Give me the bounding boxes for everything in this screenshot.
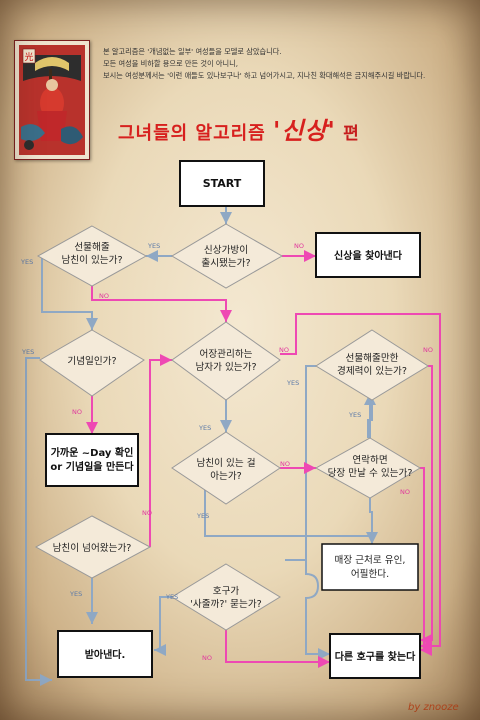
new-release-line1: 신상가방이	[204, 245, 248, 256]
node-upcoming-day: 가까운 ~Day 확인 or 기념일을 만든다	[45, 433, 139, 487]
upcoming-day-line1: 가까운 ~Day 확인	[51, 446, 134, 459]
disclaimer-line-1: 본 알고리즘은 '개념없는 일부' 여성들을 모델로 삼았습니다.	[103, 47, 282, 56]
contact-line2: 당장 만날 수 있는가?	[328, 467, 413, 479]
anniversary-text: 기념일인가?	[67, 356, 116, 367]
label-yes-anniv: YES	[21, 348, 34, 356]
edge-bf-to-anniv	[41, 256, 98, 330]
label-no-knows: NO	[280, 460, 290, 468]
lure-line1: 매장 근처로 유인,	[335, 554, 406, 566]
label-yes-knows: YES	[196, 512, 209, 520]
node-bf-buy: 선물해줄 남친이 있는가?	[36, 225, 148, 287]
disclaimer-line-2: 모든 여성을 비하할 용으로 만든 것이 아니니,	[103, 59, 239, 68]
find-other-text: 다른 호구를 찾는다	[335, 650, 416, 663]
bf-knows-line1: 남친이 있는 걸	[196, 457, 255, 469]
node-contact: 연락하면 당장 만날 수 있는가?	[314, 437, 421, 499]
lure-line2: 어필한다.	[351, 568, 389, 580]
yes-connectors	[25, 206, 378, 686]
title-prefix: 그녀들의 알고리즘	[118, 123, 266, 144]
label-no-contact: NO	[400, 488, 410, 496]
fish-line2: 남자가 있는가?	[195, 361, 256, 373]
node-anniversary: 기념일인가?	[39, 329, 145, 397]
edge-econ-no	[420, 365, 433, 646]
node-fish: 어장관리하는 남자가 있는가?	[171, 321, 281, 401]
label-no-econ: NO	[423, 346, 433, 354]
disclaimer-notes: 본 알고리즘은 '개념없는 일부' 여성들을 모델로 삼았습니다. 모든 여성을…	[103, 46, 473, 82]
node-start: START	[179, 160, 265, 207]
edge-sucker-no	[225, 630, 330, 668]
node-bf-fell: 남친이 넘어왔는가?	[34, 515, 152, 579]
node-receive: 받아낸다.	[57, 630, 153, 678]
label-yes-contact: YES	[348, 411, 361, 419]
edge-sucker-to-receive	[154, 596, 182, 656]
get-new-text: 신상을 찾아낸다	[334, 249, 403, 262]
bf-knows-line2: 아는가?	[210, 471, 242, 482]
fish-line1: 어장관리하는	[200, 348, 253, 360]
label-yes-release: YES	[147, 242, 160, 250]
edge-contact-to-lure	[369, 490, 373, 542]
card-glyph: 光	[24, 51, 33, 63]
label-yes-sucker: YES	[165, 593, 178, 601]
hanafuda-card-art: 光	[15, 41, 89, 159]
edge-fish-no	[280, 313, 441, 652]
node-find-other: 다른 호구를 찾는다	[329, 633, 421, 679]
upcoming-day-line2: or 기념일을 만든다	[50, 460, 134, 473]
label-no-sucker: NO	[202, 654, 212, 662]
edge-bf-no	[91, 286, 232, 322]
node-lure: 매장 근처로 유인, 어필한다.	[321, 543, 419, 591]
receive-text: 받아낸다.	[85, 648, 126, 661]
label-no-bf: NO	[99, 292, 109, 300]
econ-line1: 선물해줄만한	[346, 352, 399, 364]
bf-fell-text: 남친이 넘어왔는가?	[53, 543, 132, 554]
title-suffix: 편	[343, 124, 360, 144]
label-no-fish: NO	[279, 346, 289, 354]
label-no-anniv: NO	[72, 408, 82, 416]
hanafuda-card-illustration: 光	[14, 40, 90, 160]
label-yes-econ: YES	[286, 379, 299, 387]
title-main: '신상'	[273, 116, 336, 145]
bf-buy-line1: 선물해줄	[74, 241, 109, 253]
sucker-line2: '사줄까?' 묻는가?	[190, 599, 261, 610]
new-release-line2: 출시됐는가?	[201, 257, 250, 269]
contact-line1: 연락하면	[352, 454, 387, 466]
econ-line2: 경제력이 있는가?	[337, 365, 407, 377]
sucker-line1: 호구가	[213, 586, 240, 597]
label-yes-fish: YES	[198, 424, 211, 432]
signature: by znooze	[408, 702, 459, 713]
branch-labels: YES NO YES NO YES NO NO YES NO YES NO YE…	[20, 242, 433, 662]
edge-anniv-to-receive	[25, 357, 52, 686]
node-sucker: 호구가 '사줄까?' 묻는가?	[171, 563, 281, 631]
no-connectors	[86, 250, 441, 668]
edge-fell-no	[149, 354, 172, 547]
node-bf-knows: 남친이 있는 걸 아는가?	[171, 431, 281, 505]
label-no-fell: NO	[142, 509, 152, 517]
disclaimer-line-3: 보시는 여성분께서는 '이런 애들도 있나보구나' 하고 넘어가시고, 지나친 …	[103, 71, 426, 80]
label-yes-bf: YES	[20, 258, 33, 266]
start-text: START	[203, 177, 242, 190]
edge-econ-to-fish	[285, 365, 316, 561]
edge-contact-no	[420, 467, 432, 656]
node-new-release: 신상가방이 출시됐는가?	[171, 223, 284, 289]
edge-lure-to-find	[305, 560, 330, 660]
node-econ: 선물해줄만한 경제력이 있는가?	[315, 329, 429, 401]
bf-buy-line2: 남친이 있는가?	[61, 254, 122, 266]
page-title: 그녀들의 알고리즘 '신상' 편	[118, 111, 360, 146]
label-yes-fell: YES	[69, 590, 82, 598]
label-no-release: NO	[294, 242, 304, 250]
node-get-new: 신상을 찾아낸다	[315, 232, 421, 278]
